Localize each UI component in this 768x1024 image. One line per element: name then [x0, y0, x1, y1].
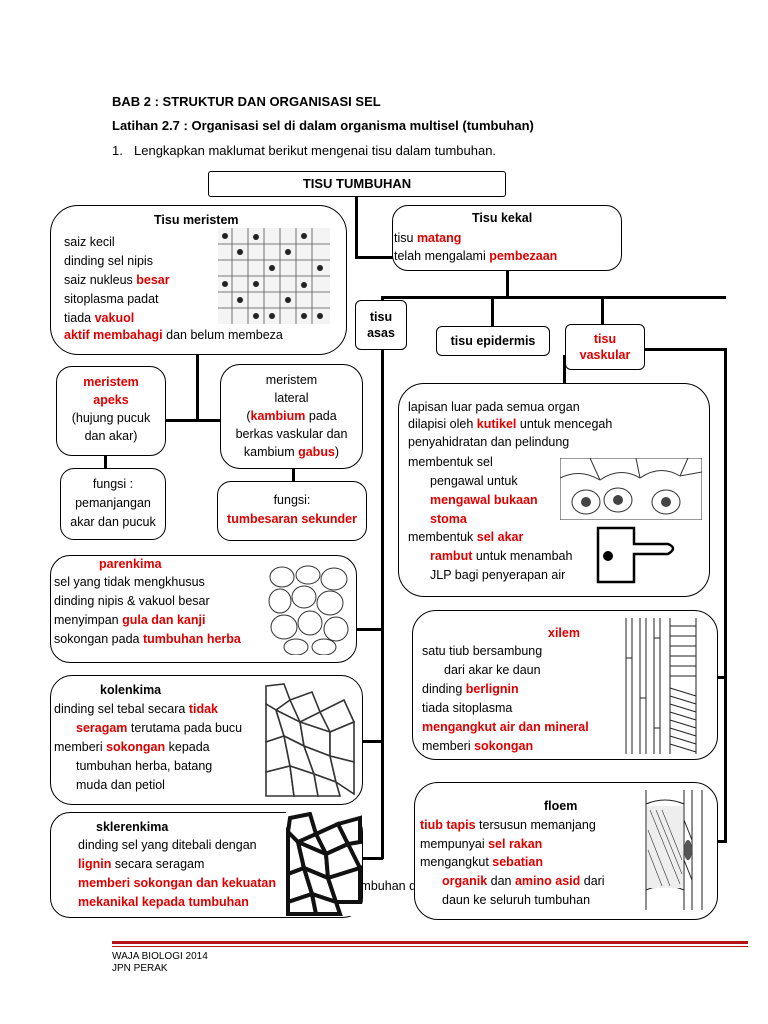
- root-box: TISU TUMBUHAN: [208, 171, 506, 197]
- apeks-line-3: (hujung pucuk: [71, 411, 151, 425]
- xilem-line-6: memberi sokongan: [422, 739, 534, 753]
- meristem-title: Tisu meristem: [154, 213, 239, 227]
- collenchyma-cells-illustration: [264, 682, 356, 798]
- kekal-line-1: tisu matang: [394, 231, 462, 245]
- fungsi-apeks-line-1: fungsi :: [92, 477, 134, 491]
- parenkima-line-2: dinding nipis & vakuol besar: [54, 594, 210, 608]
- fungsi-apeks-line-2: pemanjangan: [75, 496, 151, 510]
- tisu-vaskular-box: tisu vaskular: [565, 324, 645, 370]
- apeks-line-2: apeks: [93, 393, 129, 407]
- lateral-line-3: (kambium pada: [246, 409, 337, 423]
- xilem-title: xilem: [548, 626, 580, 640]
- instruction-number: 1.: [112, 143, 123, 158]
- sklerenkima-line-2: lignin secara seragam: [78, 857, 205, 871]
- epidermis-line-9: rambut untuk menambah: [430, 549, 573, 563]
- parenkima-line-4: sokongan pada tumbuhan herba: [54, 632, 241, 646]
- xilem-line-2: dari akar ke daun: [444, 663, 541, 677]
- floem-title: floem: [544, 799, 578, 813]
- exercise-title: Latihan 2.7 : Organisasi sel di dalam or…: [112, 118, 534, 133]
- fungsi-apeks-box: fungsi : pemanjangan akar dan pucuk: [60, 468, 166, 540]
- floem-line-4: organik dan amino asid dari: [442, 874, 605, 888]
- sklerenkima-overflow-text: tumbuhan d: [350, 879, 417, 893]
- sklerenkima-line-3: memberi sokongan dan kekuatan: [78, 876, 276, 890]
- kekal-title: Tisu kekal: [472, 211, 533, 225]
- tisu-asas-box: tisu asas: [355, 300, 407, 350]
- epidermis-line-8: membentuk sel akar: [408, 530, 524, 544]
- fungsi-lateral-box: fungsi: tumbesaran sekunder: [217, 481, 367, 541]
- sklerenkima-line-1: dinding sel yang ditebali dengan: [78, 838, 257, 852]
- epidermis-line-7: stoma: [430, 512, 467, 526]
- parenkima-line-1: sel yang tidak mengkhusus: [54, 575, 205, 589]
- xilem-line-1: satu tiub bersambung: [422, 644, 543, 658]
- tisu-epidermis-box: tisu epidermis: [436, 326, 550, 356]
- apeks-line-1: meristem: [83, 375, 139, 389]
- kolenkima-line-2: seragam terutama pada bucu: [76, 721, 243, 735]
- meristem-line-1: saiz kecil: [64, 235, 115, 249]
- chapter-title: BAB 2 : STRUKTUR DAN ORGANISASI SEL: [112, 94, 381, 109]
- sklerenkima-title: sklerenkima: [96, 820, 169, 834]
- tisu-vaskular-label-2: vaskular: [579, 348, 631, 362]
- floem-line-2: mempunyai sel rakan: [420, 837, 543, 851]
- footer-line-top: [112, 941, 748, 944]
- footer-line-1: WAJA BIOLOGI 2014: [112, 951, 208, 962]
- kekal-line-2: telah mengalami pembezaan: [394, 249, 558, 263]
- meristem-line-5: tiada vakuol: [64, 311, 135, 325]
- xilem-line-3: dinding berlignin: [422, 682, 519, 696]
- epidermis-line-3: penyahidratan dan pelindung: [408, 435, 570, 449]
- epidermis-line-2: dilapisi oleh kutikel untuk mencegah: [408, 417, 613, 431]
- lateral-line-5: kambium gabus): [243, 445, 340, 459]
- guard-cell-illustration: [560, 458, 702, 520]
- lateral-line-1: meristem: [265, 373, 318, 387]
- fungsi-lateral-line-1: fungsi:: [273, 493, 311, 507]
- fungsi-lateral-line-2: tumbesaran sekunder: [227, 512, 357, 526]
- floem-line-1: tiub tapis tersusun memanjang: [420, 818, 596, 832]
- epidermis-line-4: membentuk sel: [408, 455, 493, 469]
- footer-line-2: JPN PERAK: [112, 963, 168, 974]
- meristem-line-3: saiz nukleus besar: [64, 273, 170, 287]
- meristem-cells-illustration: [218, 228, 330, 324]
- tisu-asas-label-2: asas: [367, 326, 395, 340]
- footer-line-bottom: [112, 946, 748, 947]
- meristem-line-2: dinding sel nipis: [64, 254, 153, 268]
- kolenkima-line-1: dinding sel tebal secara tidak: [54, 702, 218, 716]
- tisu-vaskular-label-1: tisu: [593, 332, 617, 346]
- phloem-sieve-tube-illustration: [640, 790, 708, 910]
- epidermis-line-6: mengawal bukaan: [430, 493, 538, 507]
- instruction-text: Lengkapkan maklumat berikut mengenai tis…: [134, 143, 497, 158]
- kolenkima-title: kolenkima: [100, 683, 162, 697]
- apeks-box: meristem apeks (hujung pucuk dan akar): [56, 366, 166, 456]
- lateral-line-2: lateral: [274, 391, 309, 405]
- parenkima-title: parenkima: [99, 557, 162, 571]
- meristem-line-6: aktif membahagi dan belum membeza: [64, 328, 283, 342]
- lateral-box: meristem lateral (kambium pada berkas va…: [220, 364, 363, 469]
- kolenkima-line-5: muda dan petiol: [76, 778, 165, 792]
- kolenkima-line-4: tumbuhan herba, batang: [76, 759, 213, 773]
- kekal-box: [392, 205, 622, 271]
- root-label: TISU TUMBUHAN: [302, 176, 412, 191]
- sclerenchyma-cells-illustration: [286, 812, 362, 916]
- fungsi-apeks-line-3: akar dan pucuk: [70, 515, 156, 529]
- tisu-epidermis-label: tisu epidermis: [450, 334, 536, 348]
- floem-line-5: daun ke seluruh tumbuhan: [442, 893, 591, 907]
- epidermis-line-1: lapisan luar pada semua organ: [408, 400, 580, 414]
- parenchyma-cells-illustration: [268, 565, 349, 655]
- epidermis-line-5: pengawal untuk: [430, 474, 518, 488]
- xylem-vessels-illustration: [622, 618, 704, 754]
- apeks-line-4: dan akar): [84, 429, 138, 443]
- tisu-asas-label-1: tisu: [369, 310, 393, 324]
- kolenkima-line-3: memberi sokongan kepada: [54, 740, 210, 754]
- parenkima-line-3: menyimpan gula dan kanji: [54, 613, 206, 627]
- root-hair-cell-illustration: [596, 526, 675, 584]
- epidermis-line-10: JLP bagi penyerapan air: [430, 568, 566, 582]
- meristem-line-4: sitoplasma padat: [64, 292, 159, 306]
- xilem-line-4: tiada sitoplasma: [422, 701, 513, 715]
- xilem-line-5: mengangkut air dan mineral: [422, 720, 589, 734]
- floem-line-3: mengangkut sebatian: [420, 855, 543, 869]
- sklerenkima-line-4: mekanikal kepada tumbuhan: [78, 895, 249, 909]
- lateral-line-4: berkas vaskular dan: [235, 427, 348, 441]
